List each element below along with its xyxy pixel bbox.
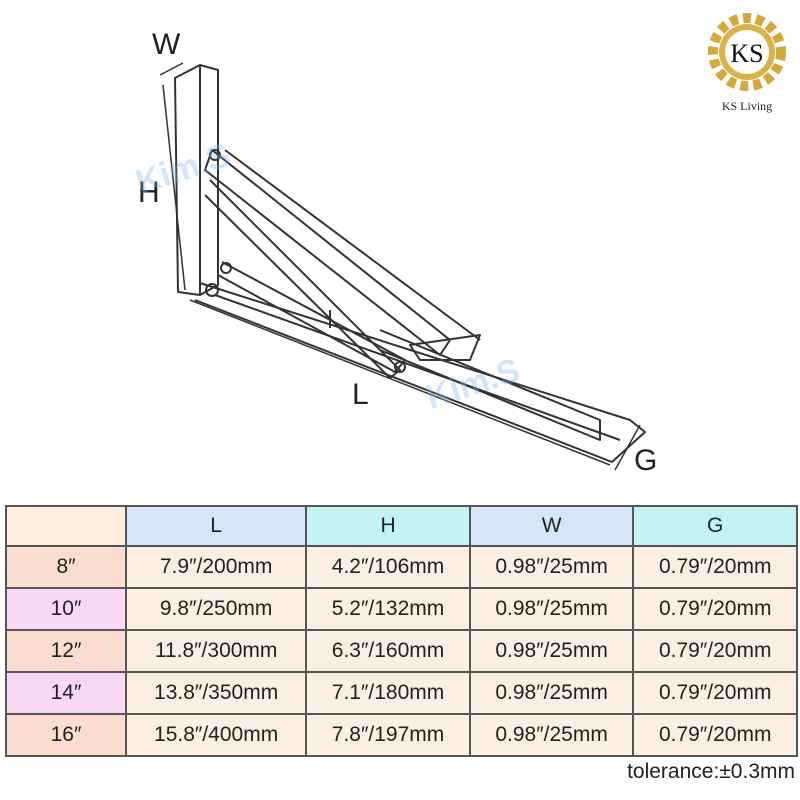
column-header: G <box>632 505 798 547</box>
value-cell: 7.1″/180mm <box>305 671 471 715</box>
w-label: W <box>152 28 181 61</box>
value-cell: 0.98″/25mm <box>468 713 635 757</box>
size-cell: 14″ <box>5 671 127 715</box>
value-cell: 6.3″/160mm <box>305 629 471 673</box>
lock-lever <box>409 334 481 361</box>
value-cell: 9.8″/250mm <box>124 587 308 631</box>
value-cell: 0.79″/20mm <box>632 629 798 673</box>
column-header <box>5 505 127 547</box>
size-cell: 8″ <box>5 545 127 589</box>
value-cell: 0.79″/20mm <box>632 671 798 715</box>
value-cell: 0.79″/20mm <box>632 545 798 589</box>
column-header: W <box>468 505 635 547</box>
size-cell: 10″ <box>5 587 127 631</box>
h-label: H <box>138 176 160 209</box>
value-cell: 0.79″/20mm <box>632 713 798 757</box>
logo-name: KS Living <box>721 99 773 113</box>
l-label: L <box>352 378 369 411</box>
column-header: H <box>305 505 471 547</box>
value-cell: 0.98″/25mm <box>468 629 635 673</box>
tolerance-note: tolerance:±0.3mm <box>627 760 795 783</box>
value-cell: 4.2″/106mm <box>305 545 471 589</box>
w-dimension <box>159 62 184 76</box>
l-dimension <box>189 299 611 466</box>
value-cell: 0.79″/20mm <box>632 587 798 631</box>
value-cell: 7.8″/197mm <box>305 713 471 757</box>
gear-logo-icon: KS <box>708 13 786 91</box>
value-cell: 11.8″/300mm <box>124 629 308 673</box>
value-cell: 15.8″/400mm <box>124 713 308 757</box>
h-dimension <box>162 84 186 291</box>
g-dimension <box>614 424 641 471</box>
value-cell: 0.98″/25mm <box>468 545 635 589</box>
g-label: G <box>634 444 658 477</box>
size-cell: 12″ <box>5 629 127 673</box>
value-cell: 0.98″/25mm <box>468 587 635 631</box>
bracket-diagram <box>159 62 646 471</box>
horizontal-arm <box>194 282 646 463</box>
value-cell: 5.2″/132mm <box>305 587 471 631</box>
svg-text:KS: KS <box>730 39 763 68</box>
column-header: L <box>124 505 308 547</box>
value-cell: 0.98″/25mm <box>468 671 635 715</box>
value-cell: 7.9″/200mm <box>124 545 308 589</box>
ks-living-logo: KS KS Living <box>702 12 792 113</box>
diagonal-brace <box>204 149 451 356</box>
value-cell: 13.8″/350mm <box>124 671 308 715</box>
size-cell: 16″ <box>5 713 127 757</box>
